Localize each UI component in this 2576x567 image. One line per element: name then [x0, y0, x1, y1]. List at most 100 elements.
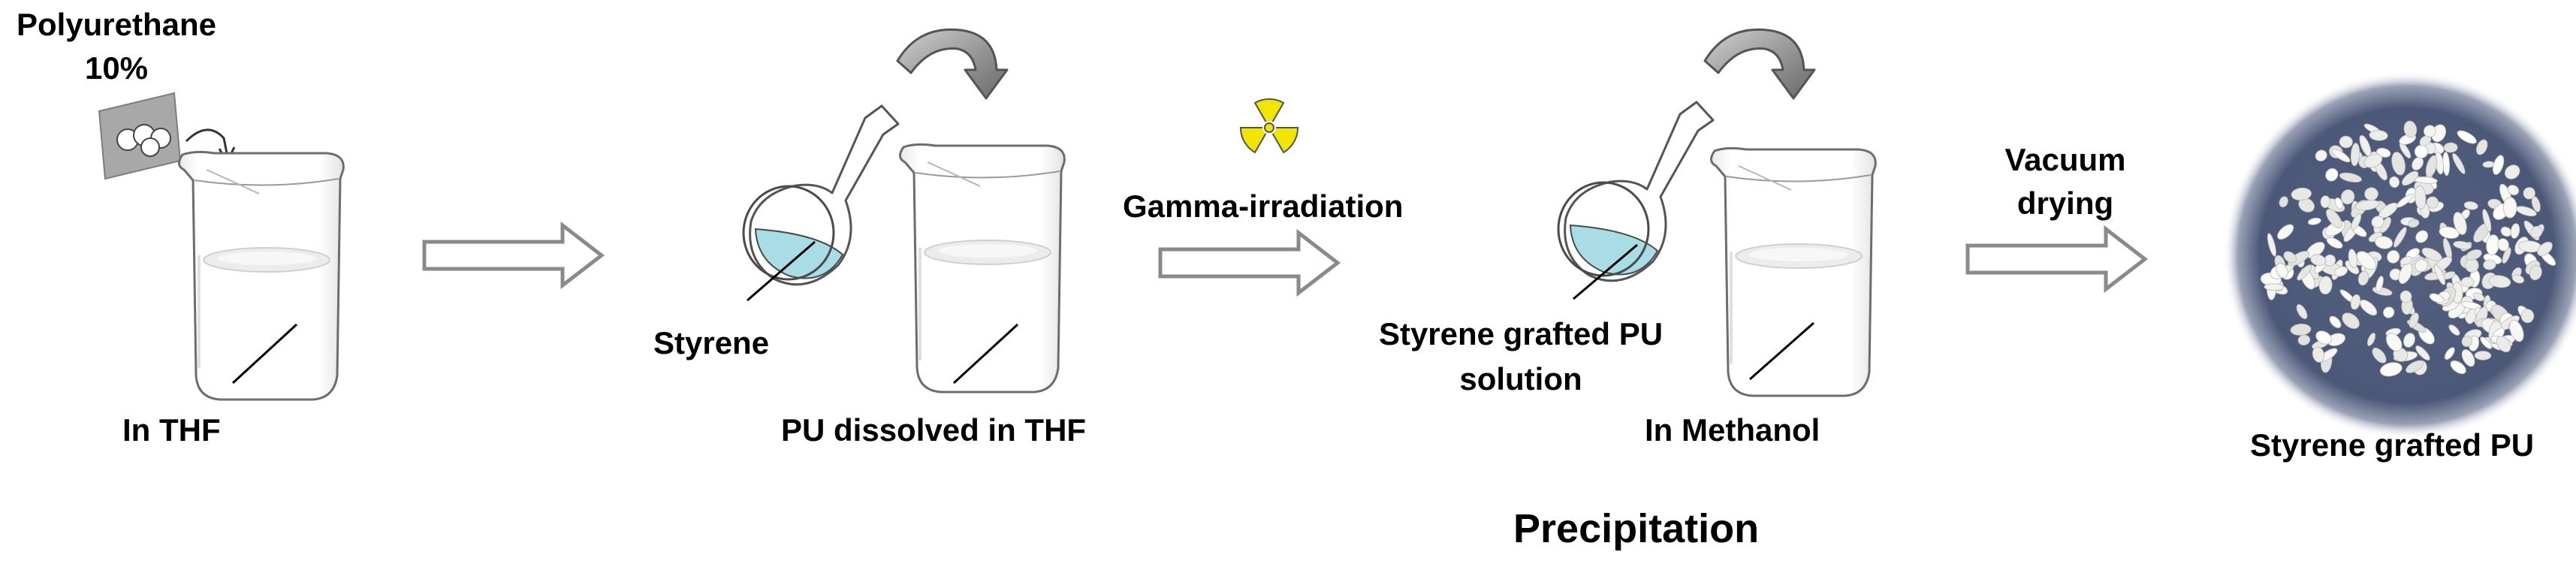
granule — [2453, 240, 2472, 250]
polyurethane-sheet — [98, 92, 236, 180]
granule — [2297, 334, 2311, 345]
granule — [2333, 266, 2348, 277]
pu-dissolved-label: PU dissolved in THF — [781, 412, 1087, 448]
granule — [2339, 135, 2353, 149]
granule — [2480, 336, 2493, 349]
granule — [2509, 319, 2524, 342]
granule — [2391, 152, 2406, 176]
granule — [2453, 212, 2467, 235]
process-arrow-3 — [1968, 229, 2145, 289]
granule — [2403, 333, 2415, 348]
pointer-line — [747, 240, 816, 302]
granule — [2315, 149, 2327, 161]
granule — [2297, 264, 2312, 281]
beaker-thf — [177, 150, 345, 401]
granule — [2450, 360, 2466, 375]
concentration-label: 10% — [84, 50, 149, 86]
granule — [2290, 323, 2312, 336]
styrene-flask — [742, 104, 900, 286]
granule — [2326, 209, 2342, 228]
granule — [2350, 143, 2360, 167]
granule — [2406, 360, 2424, 373]
granule — [2400, 255, 2413, 266]
granule — [2408, 219, 2420, 228]
granule — [2403, 120, 2418, 138]
granule — [2394, 227, 2407, 248]
granule — [2502, 247, 2511, 264]
granule — [2443, 142, 2458, 153]
granule — [2414, 144, 2429, 158]
granule — [2267, 233, 2276, 257]
granule — [2369, 130, 2388, 141]
granule — [2356, 251, 2376, 270]
granule — [2277, 224, 2294, 240]
granule — [2283, 251, 2297, 264]
granule — [2357, 270, 2369, 286]
granule — [2385, 333, 2403, 351]
granule — [2444, 347, 2455, 360]
granule — [2530, 225, 2543, 239]
granule — [2474, 351, 2492, 360]
granule — [2320, 195, 2330, 208]
granule — [2350, 294, 2361, 310]
granule — [2400, 290, 2412, 303]
process-arrow-2 — [1160, 233, 1338, 293]
granule — [2461, 349, 2475, 367]
pointer-line — [1573, 243, 1638, 300]
granule — [2355, 200, 2380, 211]
grafted-solution-label-line2: solution — [1459, 361, 1582, 397]
granule — [2452, 152, 2466, 174]
granule — [2460, 276, 2475, 288]
granule — [2389, 176, 2400, 188]
granule — [2475, 139, 2488, 155]
granule — [2463, 201, 2478, 210]
granule — [2366, 333, 2376, 346]
granule — [2375, 276, 2384, 293]
granule — [2379, 362, 2403, 377]
granule — [2363, 153, 2383, 168]
pointer-line — [1749, 321, 1814, 381]
granule — [2298, 198, 2315, 213]
irradiation-label: Gamma-irradiation — [1123, 188, 1404, 224]
styrene-label: Styrene — [653, 325, 770, 360]
drying-label-line2: drying — [2016, 185, 2114, 221]
granule — [2318, 276, 2333, 295]
granule — [2482, 209, 2492, 232]
granule — [2315, 330, 2332, 345]
granule — [2312, 346, 2325, 363]
product-photo — [2223, 71, 2576, 439]
granule — [2339, 172, 2362, 183]
granule — [2461, 335, 2472, 348]
granule — [2415, 258, 2428, 273]
pointer-line — [952, 323, 1019, 385]
granule — [2502, 197, 2517, 219]
granule — [2387, 250, 2400, 264]
granule — [2326, 237, 2343, 249]
granule — [2466, 249, 2482, 261]
granule — [2496, 336, 2511, 353]
methanol-label: In Methanol — [1645, 412, 1820, 448]
granule — [2425, 155, 2438, 178]
granule — [2472, 292, 2485, 302]
granule — [2492, 155, 2505, 175]
granule — [2520, 309, 2535, 324]
granule — [2537, 241, 2553, 257]
granule — [2483, 259, 2496, 270]
granule — [2531, 196, 2541, 213]
granule — [2510, 223, 2520, 239]
pour-arrow-2 — [1703, 28, 1816, 100]
product-granules — [2260, 120, 2556, 377]
granule — [2291, 187, 2312, 201]
granule — [2497, 238, 2509, 252]
granule — [2426, 196, 2439, 209]
granule — [2296, 303, 2308, 320]
granule — [2529, 265, 2542, 281]
granule — [2340, 189, 2355, 205]
granule — [2310, 254, 2327, 267]
granule — [2402, 170, 2419, 186]
beaker-methanol — [1709, 146, 1878, 397]
product-label: Styrene grafted PU — [2250, 427, 2535, 463]
pointer-line — [231, 323, 298, 385]
granule — [2396, 194, 2414, 208]
